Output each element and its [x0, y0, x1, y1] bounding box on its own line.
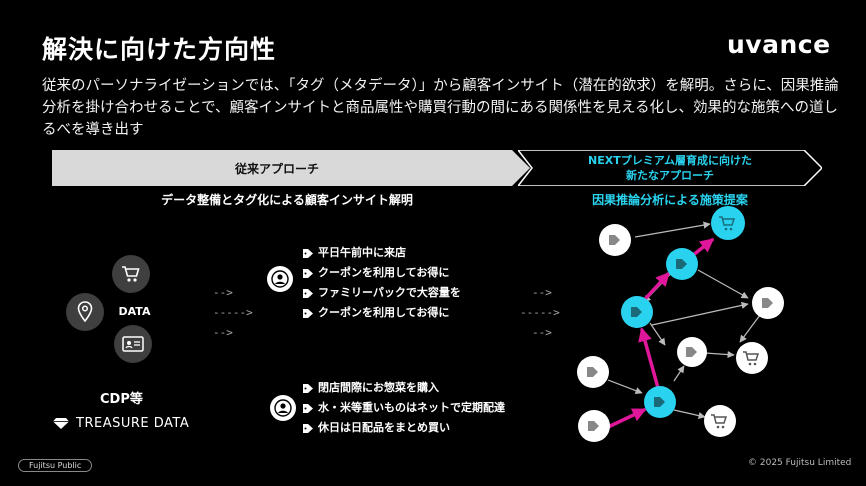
causal-path-edge — [644, 271, 670, 300]
customer-2-tag-item: 閉店間際にお惣菜を購入 — [303, 378, 505, 398]
tag-icon — [303, 288, 313, 298]
new-approach-label-line2: 新たなアプローチ — [626, 169, 714, 182]
tag-icon — [303, 268, 313, 278]
conventional-approach-banner — [52, 150, 530, 186]
tag-node — [599, 224, 631, 256]
tag-icon — [303, 423, 313, 433]
tag-icon — [303, 308, 313, 318]
uvance-logo: uvance — [727, 30, 831, 59]
tag-icon — [303, 383, 313, 393]
diamond-icon — [53, 418, 69, 429]
network-edge — [704, 350, 735, 359]
treasure-data-label: TREASURE DATA — [76, 416, 190, 431]
tag-node — [752, 287, 784, 319]
customer-1-tag-label: クーポンを利用してお得に — [318, 306, 450, 319]
classification-badge: Fujitsu Public — [18, 459, 93, 472]
new-approach-label-line1: NEXTプレミアム層育成に向けた — [588, 154, 752, 167]
causal-network-diagram — [577, 206, 784, 442]
new-approach-banner — [518, 150, 822, 186]
tag-node — [577, 356, 609, 388]
flow-arrows-right: -->----->--> — [520, 286, 560, 339]
tag-node — [666, 248, 698, 280]
tag-node — [621, 296, 653, 328]
network-edge — [673, 409, 706, 420]
copyright: © 2025 Fujitsu Limited — [748, 458, 852, 468]
customer-1-tag-item: ファミリーパックで大容量を — [303, 283, 461, 303]
network-edge — [697, 269, 749, 299]
tag-node — [677, 337, 707, 367]
customer-2-tag-label: 水・米等重いものはネットで定期配達 — [318, 401, 505, 414]
tag-icon — [303, 403, 313, 413]
cart-icon — [112, 255, 150, 293]
causal-path-edge — [690, 238, 715, 258]
new-approach-subtitle: 因果推論分析による施策提案 — [592, 193, 748, 207]
cart-node — [736, 342, 768, 374]
location-pin-icon — [66, 293, 104, 331]
conventional-approach-label: 従来アプローチ — [234, 162, 319, 176]
cdp-label: CDP等 — [100, 392, 143, 407]
customer-1-tag-label: クーポンを利用してお得に — [318, 266, 450, 279]
conventional-approach-subtitle: データ整備とタグ化による顧客インサイト解明 — [161, 193, 413, 207]
causal-path-edge — [638, 327, 660, 390]
new-approach-label: NEXTプレミアム層育成に向けた 新たなアプローチ — [530, 153, 810, 183]
network-edge — [649, 322, 666, 346]
network-nodes — [577, 206, 784, 442]
network-edge — [673, 365, 685, 382]
customer-2-tag-item: 水・米等重いものはネットで定期配達 — [303, 398, 505, 418]
tag-node — [644, 386, 676, 418]
customer-1-avatar-icon — [267, 266, 293, 292]
customer-1-tag-list: 平日午前中に来店 クーポンを利用してお得に ファミリーパックで大容量を クーポン… — [303, 243, 461, 323]
customer-1-tag-item: 平日午前中に来店 — [303, 243, 461, 263]
customer-2-tag-label: 閉店間際にお惣菜を購入 — [318, 381, 439, 394]
data-label: DATA — [118, 305, 151, 318]
cart-node — [704, 405, 736, 437]
customer-2-tag-list: 閉店間際にお惣菜を購入 水・米等重いものはネットで定期配達 休日は日配品をまとめ… — [303, 378, 505, 438]
customer-2-tag-item: 休日は日配品をまとめ買い — [303, 418, 505, 438]
causal-path — [604, 238, 715, 430]
customer-1-tag-item: クーポンを利用してお得に — [303, 303, 461, 323]
flow-arrows-left: -->----->--> — [213, 286, 253, 339]
customer-2-tag-label: 休日は日配品をまとめ買い — [318, 421, 450, 434]
network-edge — [651, 301, 749, 326]
network-edge — [634, 221, 711, 238]
causal-path-edge — [604, 408, 647, 430]
treasure-data-logo: TREASURE DATA — [52, 416, 189, 431]
network-edge — [607, 379, 643, 395]
page-description: 従来のパーソナライゼーションでは、「タグ（メタデータ）」から顧客インサイト（潜在… — [42, 78, 839, 138]
customer-1-tag-label: 平日午前中に来店 — [318, 246, 406, 259]
tag-icon — [303, 248, 313, 258]
customer-1-tag-label: ファミリーパックで大容量を — [318, 286, 461, 299]
network-edge — [739, 314, 761, 343]
page-title: 解決に向けた方向性 — [42, 35, 277, 64]
customer-2-avatar-icon — [270, 395, 296, 421]
tag-node — [578, 410, 610, 442]
cart-node — [711, 206, 745, 240]
customer-1-tag-item: クーポンを利用してお得に — [303, 263, 461, 283]
id-card-icon — [114, 325, 152, 363]
